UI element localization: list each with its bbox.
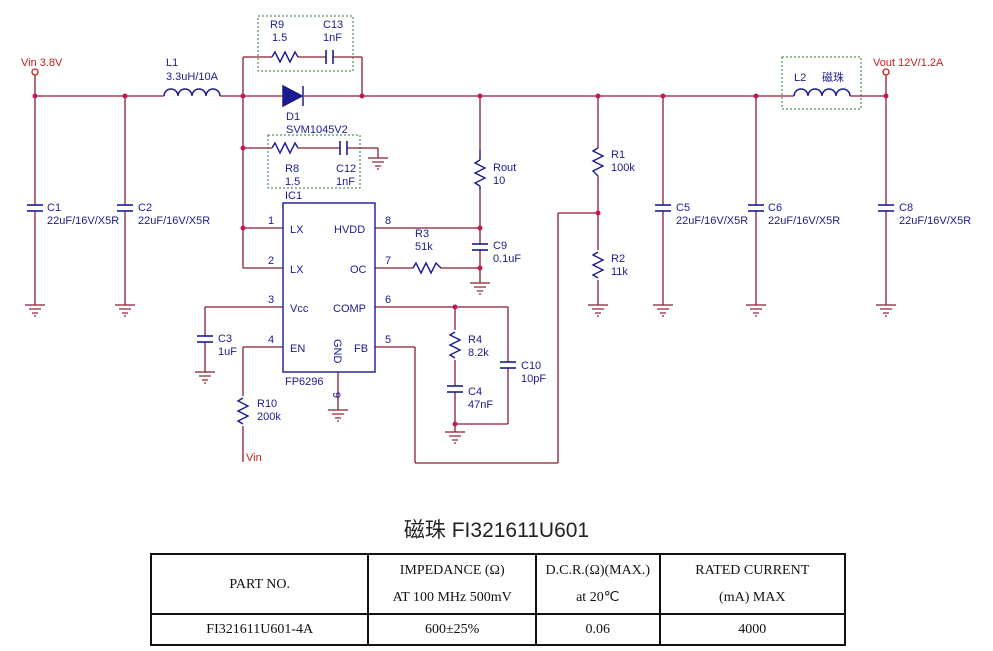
R2-ref: R2 bbox=[611, 253, 625, 265]
ic-pin-num: 3 bbox=[268, 294, 274, 306]
C5-value: 22uF/16V/X5R bbox=[676, 215, 748, 227]
table-cell: 600±25% bbox=[367, 613, 537, 646]
Rout-value: 10 bbox=[493, 175, 505, 187]
R10-value: 200k bbox=[257, 411, 281, 423]
table-header-row: PART NO. IMPEDANCE (Ω)AT 100 MHz 500mV D… bbox=[149, 553, 847, 615]
C8-value: 22uF/16V/X5R bbox=[899, 215, 971, 227]
R8-value: 1.5 bbox=[285, 176, 300, 188]
L1-ref: L1 bbox=[166, 57, 178, 69]
R1-ref: R1 bbox=[611, 149, 625, 161]
C13-ref: C13 bbox=[323, 19, 343, 31]
D1-value: SVM1045V2 bbox=[286, 124, 348, 136]
C4-ref: C4 bbox=[468, 386, 482, 398]
C8-ref: C8 bbox=[899, 202, 913, 214]
net-labels: Vin 3.8V Vout 12V/1.2A Vin bbox=[21, 57, 944, 464]
R4-value: 8.2k bbox=[468, 347, 489, 359]
ic-pin-name: Vcc bbox=[290, 303, 309, 315]
C6-value: 22uF/16V/X5R bbox=[768, 215, 840, 227]
ic-part: FP6296 bbox=[285, 376, 324, 388]
header-cell: IMPEDANCE (Ω)AT 100 MHz 500mV bbox=[367, 553, 537, 615]
ic-pin-num: 2 bbox=[268, 255, 274, 267]
C2-value: 22uF/16V/X5R bbox=[138, 215, 210, 227]
spec-table: PART NO. IMPEDANCE (Ω)AT 100 MHz 500mV D… bbox=[149, 553, 847, 646]
R1-value: 100k bbox=[611, 162, 635, 174]
ic-pin-name: FB bbox=[354, 343, 368, 355]
C9-value: 0.1uF bbox=[493, 253, 521, 265]
header-cell: RATED CURRENT(mA) MAX bbox=[658, 553, 847, 615]
R10-ref: R10 bbox=[257, 398, 277, 410]
D1-ref: D1 bbox=[286, 111, 300, 123]
ic-pin-num: 9 bbox=[330, 392, 342, 398]
component-labels: L1 3.3uH/10A L2 磁珠 D1 SVM1045V2 R9 1.5 C… bbox=[47, 19, 971, 423]
C3-value: 1uF bbox=[218, 346, 237, 358]
ic-pin-name: GND bbox=[331, 339, 343, 364]
ic-pin-name: HVDD bbox=[334, 224, 365, 236]
ic-pin-name: LX bbox=[290, 224, 304, 236]
header-cell: D.C.R.(Ω)(MAX.)at 20℃ bbox=[534, 553, 661, 615]
C1-value: 22uF/16V/X5R bbox=[47, 215, 119, 227]
ic-pin-name: OC bbox=[350, 264, 367, 276]
C3-ref: C3 bbox=[218, 333, 232, 345]
C10-ref: C10 bbox=[521, 360, 541, 372]
R3-ref: R3 bbox=[415, 228, 429, 240]
table-row: FI321611U601-4A 600±25% 0.06 4000 bbox=[149, 613, 847, 646]
ic-pin-name: LX bbox=[290, 264, 304, 276]
C2-ref: C2 bbox=[138, 202, 152, 214]
C10-value: 10pF bbox=[521, 373, 546, 385]
vout-label: Vout 12V/1.2A bbox=[873, 57, 944, 69]
R2-value: 11k bbox=[611, 266, 628, 278]
R3-value: 51k bbox=[415, 241, 433, 253]
C9-ref: C9 bbox=[493, 240, 507, 252]
vin-label: Vin 3.8V bbox=[21, 57, 63, 69]
C4-value: 47nF bbox=[468, 399, 493, 411]
L2-value: 磁珠 bbox=[822, 70, 844, 84]
R9-ref: R9 bbox=[270, 19, 284, 31]
table-cell: 0.06 bbox=[534, 613, 661, 646]
Rout-ref: Rout bbox=[493, 162, 516, 174]
ic-ref: IC1 bbox=[285, 190, 302, 202]
R9-value: 1.5 bbox=[272, 32, 287, 44]
ic-pin-num: 1 bbox=[268, 215, 274, 227]
R8-ref: R8 bbox=[285, 163, 299, 175]
R4-ref: R4 bbox=[468, 334, 482, 346]
table-cell: 4000 bbox=[658, 613, 847, 646]
C13-value: 1nF bbox=[323, 32, 342, 44]
table-cell: FI321611U601-4A bbox=[149, 613, 370, 646]
C5-ref: C5 bbox=[676, 202, 690, 214]
header-cell: PART NO. bbox=[149, 553, 370, 615]
ic-pin-name: EN bbox=[290, 343, 305, 355]
table-title: 磁珠 FI321611U601 bbox=[403, 519, 590, 542]
ic-pin-num: 8 bbox=[385, 215, 391, 227]
L2-ref: L2 bbox=[794, 72, 806, 84]
schematic-diagram: Vin 3.8V Vout 12V/1.2A Vin L1 3.3uH/10A … bbox=[21, 15, 971, 464]
vin-net-label: Vin bbox=[246, 452, 262, 464]
ic-pin-num: 5 bbox=[385, 334, 391, 346]
C6-ref: C6 bbox=[768, 202, 782, 214]
ic-pin-num: 6 bbox=[385, 294, 391, 306]
ic-pin-num: 7 bbox=[385, 255, 391, 267]
ic-pin-num: 4 bbox=[268, 334, 274, 346]
ic-labels: IC1 FP6296 1 LX 2 LX 3 Vcc 4 EN 8 HVDD 7… bbox=[268, 190, 391, 398]
ic-pin-name: COMP bbox=[333, 303, 366, 315]
C12-value: 1nF bbox=[336, 176, 355, 188]
C1-ref: C1 bbox=[47, 202, 61, 214]
C12-ref: C12 bbox=[336, 163, 356, 175]
L1-value: 3.3uH/10A bbox=[166, 71, 219, 83]
